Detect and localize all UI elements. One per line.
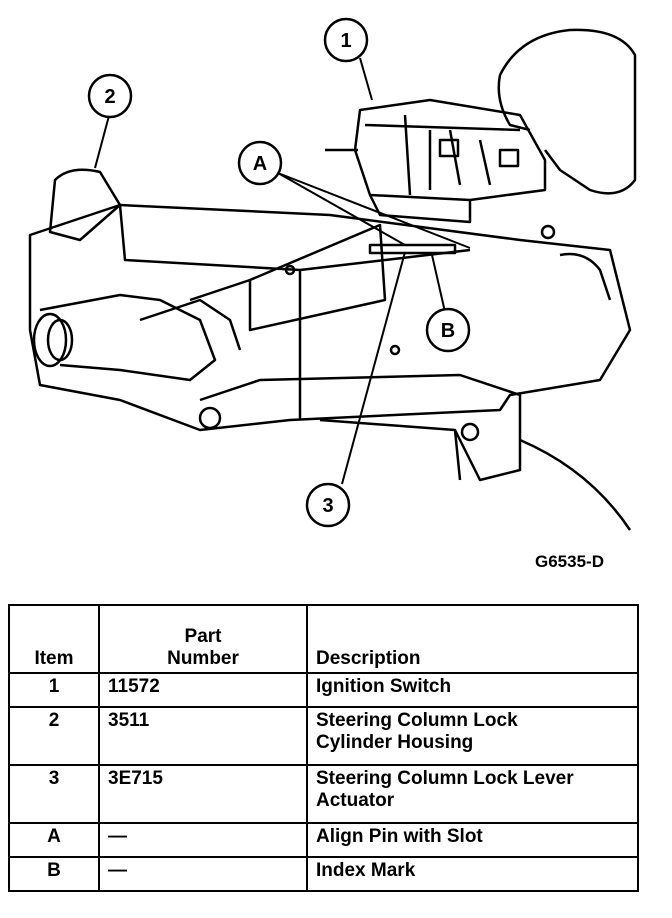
cell-description: Steering Column Lock Lever Actuator [306, 764, 639, 824]
cell-part: — [98, 822, 308, 858]
cell-item: B [8, 856, 100, 892]
table-row: 2 3511 Steering Column Lock Cylinder Hou… [8, 706, 639, 766]
cell-part: — [98, 856, 308, 892]
svg-text:3: 3 [322, 495, 333, 517]
parts-table: Item Part Number Description 1 11572 Ign… [8, 604, 639, 892]
callout-2: 2 [87, 73, 133, 119]
cell-item: 3 [8, 764, 100, 824]
desc-line1: Ignition Switch [316, 676, 452, 697]
table-row: 3 3E715 Steering Column Lock Lever Actua… [8, 764, 639, 824]
column-housing [28, 203, 632, 432]
svg-text:B: B [441, 320, 455, 342]
svg-text:1: 1 [340, 30, 351, 52]
table-header-row: Item Part Number Description [8, 604, 639, 674]
table-row: B — Index Mark [8, 856, 639, 892]
desc-line1: Steering Column Lock [316, 710, 518, 731]
header-description: Description [306, 604, 639, 674]
desc-line2: Cylinder Housing [316, 732, 474, 753]
steering-column-illustration: 1 2 3 A B [28, 17, 637, 531]
cell-part: 3E715 [98, 764, 308, 824]
cell-item: 2 [8, 706, 100, 766]
cell-part: 3511 [98, 706, 308, 766]
svg-text:A: A [253, 153, 267, 175]
desc-line1: Index Mark [316, 860, 416, 881]
lock-cylinder-housing [48, 168, 122, 242]
cell-description: Align Pin with Slot [306, 822, 639, 858]
callout-1: 1 [323, 17, 369, 63]
svg-text:2: 2 [104, 86, 115, 108]
cell-part: 11572 [98, 672, 308, 708]
desc-line1: Align Pin with Slot [316, 826, 483, 847]
table-row: 1 11572 Ignition Switch [8, 672, 639, 708]
cell-item: A [8, 822, 100, 858]
desc-line2: Actuator [316, 790, 395, 811]
header-item: Item [8, 604, 100, 674]
hand-outline [498, 28, 637, 195]
header-part-line1: Part [184, 626, 222, 647]
cell-description: Steering Column Lock Cylinder Housing [306, 706, 639, 766]
callout-b: B [425, 307, 471, 353]
header-part-number: Part Number [98, 604, 308, 674]
ignition-switch [353, 98, 547, 202]
figure-code: G6535-D [535, 552, 604, 571]
desc-line1: Steering Column Lock Lever [316, 768, 574, 789]
cell-description: Index Mark [306, 856, 639, 892]
header-part-line2: Number [167, 648, 239, 669]
cell-description: Ignition Switch [306, 672, 639, 708]
table-row: A — Align Pin with Slot [8, 822, 639, 858]
callout-a: A [237, 140, 283, 186]
cell-item: 1 [8, 672, 100, 708]
callout-3: 3 [305, 482, 351, 528]
